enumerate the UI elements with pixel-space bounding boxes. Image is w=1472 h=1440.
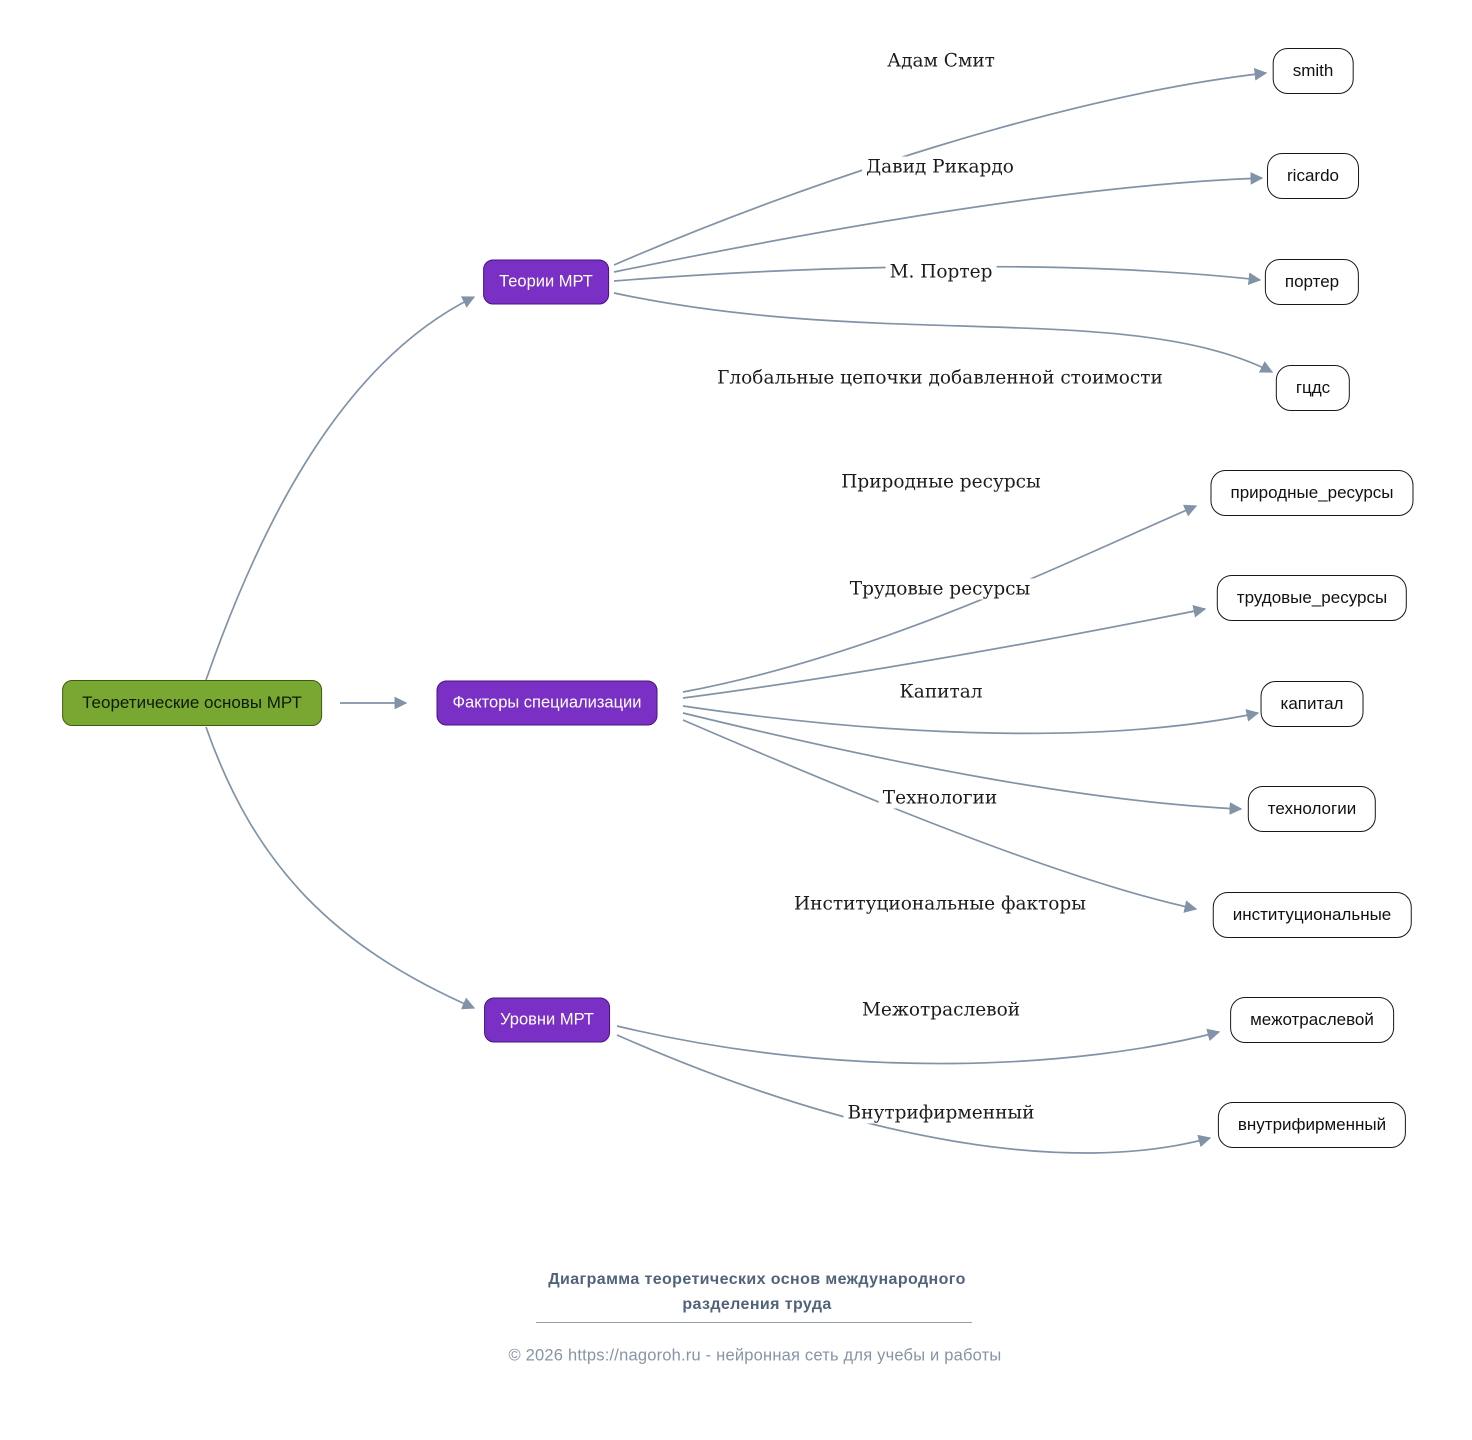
node-intrafirm: внутрифирменный [1217,1102,1407,1148]
edge-label-david-ricardo: Давид Рикардо [862,156,1018,178]
edge-factors-capital [682,705,1260,735]
edge-theories-gvc [613,292,1274,373]
node-institutional: институциональные [1212,892,1412,938]
node-intersectoral: межотраслевой [1230,997,1394,1043]
node-ricardo: ricardo [1267,153,1359,199]
edge-theories-ricardo [613,172,1264,273]
edge-theories-smith [613,67,1268,266]
diagram-title-line1: Диаграмма теоретических основ международ… [548,1271,966,1288]
node-smith: smith [1272,48,1354,94]
edge-label-porter: М. Портер [885,261,997,283]
copyright-text: © 2026 https://nagoroh.ru - нейронная се… [508,1346,1002,1365]
edge-factors-institutional [682,719,1198,913]
node-natural-resources: природные_ресурсы [1210,470,1414,516]
node-gvc: гцдс [1275,365,1351,411]
branch-node-theories: Теории МРТ [483,259,609,305]
node-porter: портер [1264,259,1360,305]
edge-root-theories [205,296,476,681]
edge-levels-intrafirm [616,1034,1212,1154]
diagram-title-line2: разделения труда [682,1295,832,1313]
edge-factors-tech [682,712,1243,815]
edge-label-gvc: Глобальные цепочки добавленной стоимости [713,367,1167,389]
edge-root-levels [205,726,476,1010]
edge-factors-labor [682,604,1207,699]
diagram-title: Диаграмма теоретических основ международ… [548,1268,966,1318]
root-node: Теоретические основы МРТ [62,680,322,726]
edge-label-institutional: Институциональные факторы [790,893,1090,915]
node-capital: капитал [1260,681,1364,727]
branch-node-levels: Уровни МРТ [484,997,610,1043]
edge-label-labor-resources: Трудовые ресурсы [845,578,1035,600]
edge-levels-intersectoral [616,1025,1221,1065]
branch-node-factors: Факторы специализации [436,680,658,726]
edge-label-natural-resources: Природные ресурсы [837,471,1045,493]
node-technologies: технологии [1247,786,1377,832]
edge-label-technologies: Технологии [878,787,1002,809]
footer-divider [536,1322,972,1323]
edge-label-capital: Капитал [895,681,987,703]
edge-label-adam-smith: Адам Смит [883,50,999,72]
edge-label-intersectoral: Межотраслевой [857,999,1025,1021]
edge-label-intrafirm: Внутрифирменный [843,1102,1039,1124]
node-labor-resources: трудовые_ресурсы [1216,575,1408,621]
edge-factors-natural [682,504,1198,693]
